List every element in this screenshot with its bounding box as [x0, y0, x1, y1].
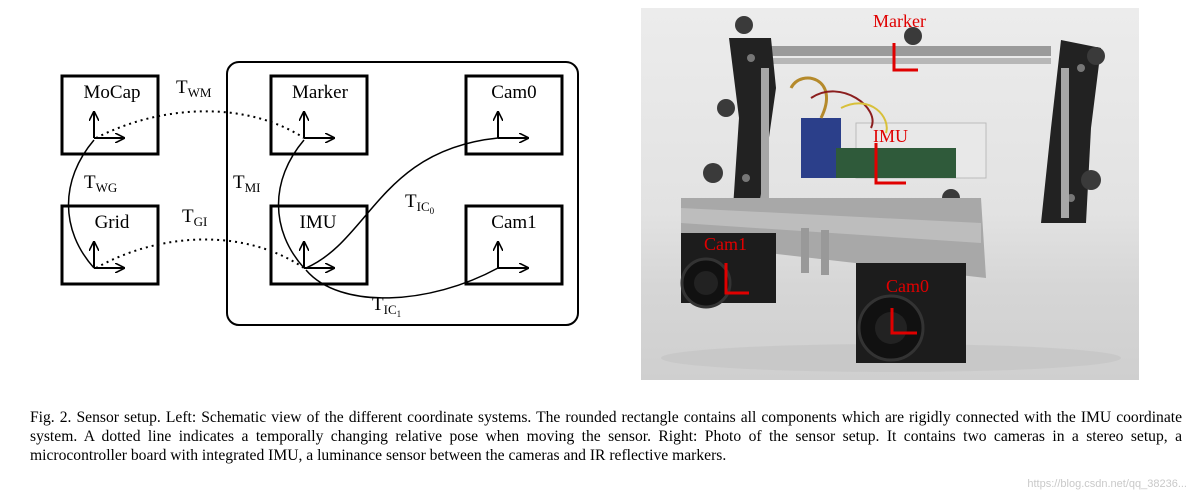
edge-ic0: [305, 137, 499, 269]
photo-label-marker: Marker: [873, 11, 926, 31]
coordinate-systems-diagram: MoCap Grid Marker Cam0 IMU Cam1: [60, 61, 579, 326]
frame-box-cam0: Cam0: [464, 74, 564, 156]
photo-label-cam1: Cam1: [704, 234, 747, 254]
frame-label-grid: Grid: [95, 212, 130, 233]
edge-ic1: [305, 267, 499, 299]
frame-box-cam1: Cam1: [464, 204, 564, 286]
rigid-body-boundary: [226, 61, 579, 326]
figure-caption: Fig. 2. Sensor setup. Left: Schematic vi…: [30, 409, 1182, 464]
watermark: https://blog.csdn.net/qq_38236...: [1027, 478, 1187, 490]
frame-label-cam1: Cam1: [491, 212, 536, 233]
frame-label-marker: Marker: [292, 82, 349, 103]
edge-gi: [95, 238, 305, 269]
frame-box-marker: Marker: [269, 74, 369, 156]
frame-label-imu: IMU: [300, 212, 337, 233]
photo-label-imu: IMU: [873, 126, 908, 146]
edge-wg: [67, 139, 95, 269]
transform-label-ic1: TIC1: [372, 294, 401, 319]
frame-label-mocap: MoCap: [84, 82, 141, 103]
frame-box-grid: Grid: [60, 204, 160, 286]
frame-label-cam0: Cam0: [491, 82, 536, 103]
edge-mi: [277, 139, 305, 269]
transform-label-wg: TWG: [84, 172, 117, 195]
transform-label-wm: TWM: [176, 77, 212, 100]
sensor-rig-illustration: [661, 16, 1121, 372]
frame-box-imu: IMU: [269, 204, 369, 286]
transform-label-ic0: TIC0: [405, 191, 435, 216]
transform-label-mi: TMI: [233, 172, 261, 195]
photo-label-cam0: Cam0: [886, 276, 929, 296]
frame-box-mocap: MoCap: [60, 74, 160, 156]
edge-wm: [95, 110, 305, 139]
sensor-setup-photo: Marker IMU Cam1 Cam0: [641, 8, 1139, 380]
transform-label-gi: TGI: [182, 206, 207, 229]
